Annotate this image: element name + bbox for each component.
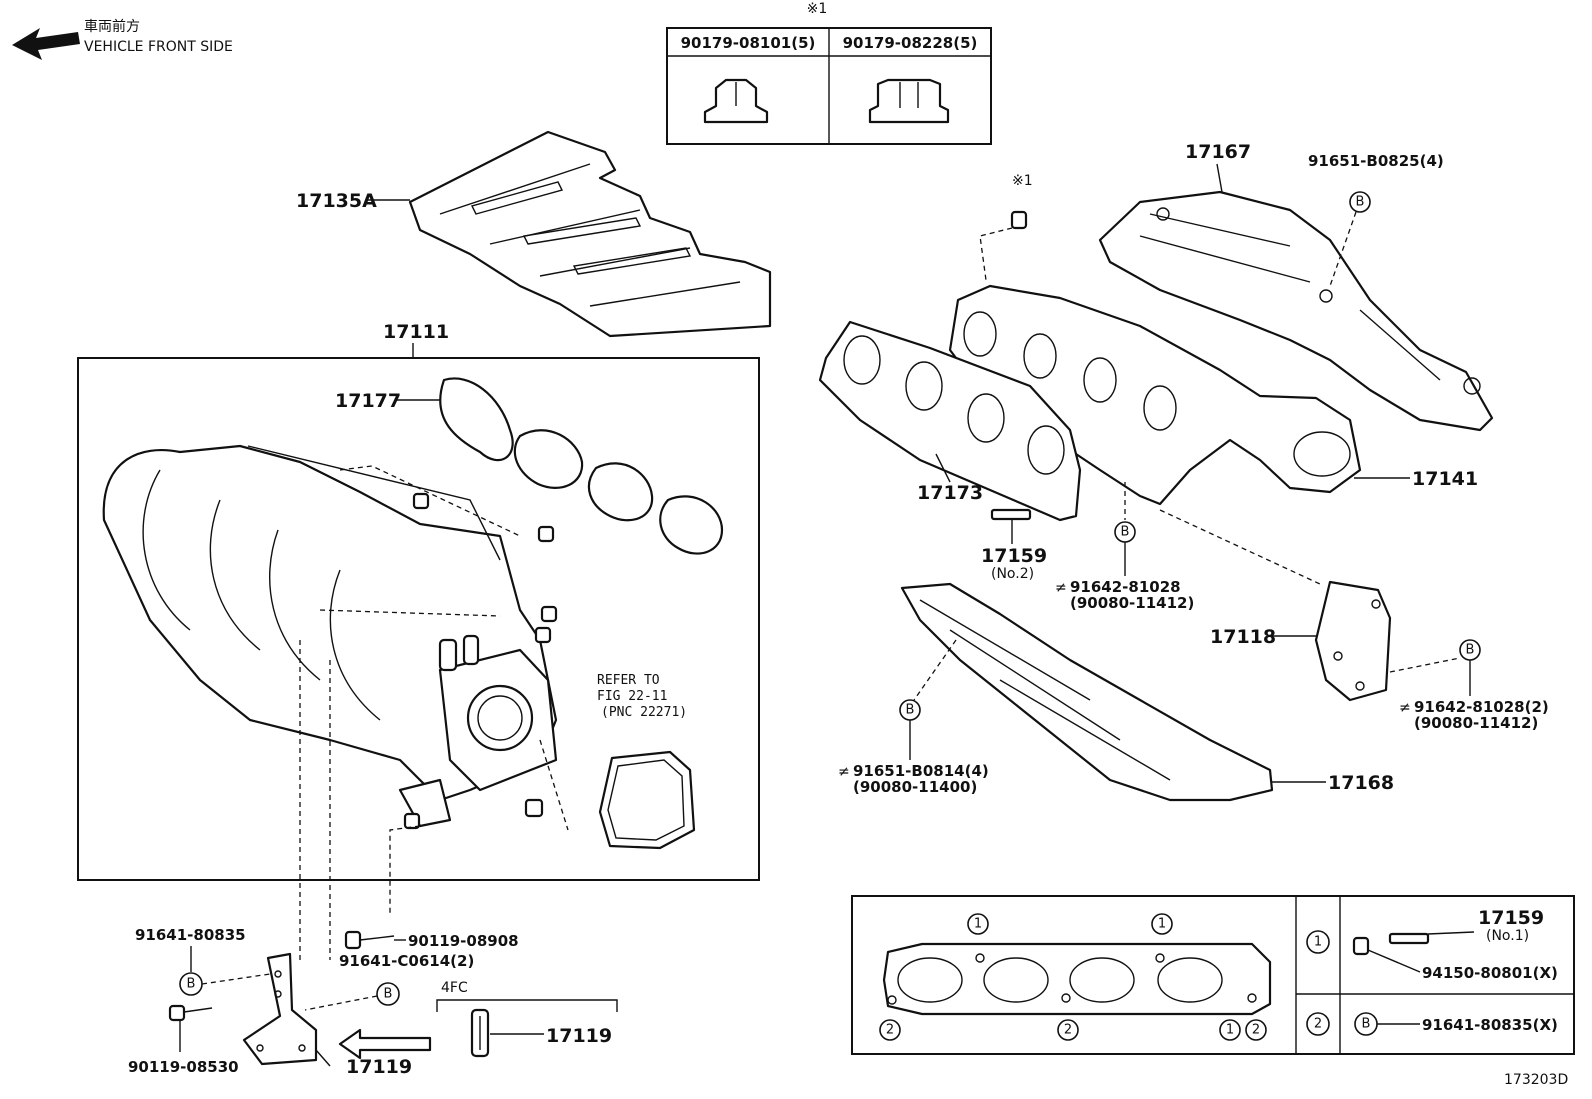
exhaust-nut-marker: ※1 [1012, 173, 1033, 189]
variant-bracket-17119 [470, 1008, 490, 1058]
legend-label-17159: 17159 [1478, 907, 1544, 929]
exhaust-nut-icon [1010, 210, 1028, 230]
label-17141: 17141 [1412, 468, 1478, 490]
variant-label-4fc: 4FC [441, 980, 468, 996]
label-91642-81028: 91642-81028 [1070, 578, 1181, 596]
label-90080-11400: (90080-11400) [853, 778, 977, 796]
circle-2-icon [1245, 1019, 1267, 1041]
label-17177: 17177 [335, 390, 401, 412]
svg-text:B: B [906, 703, 915, 718]
label-91651-b0825: 91651-B0825(4) [1308, 152, 1444, 170]
alt-mark: ≠ [1399, 700, 1411, 716]
circle-b-icon [376, 982, 400, 1006]
svg-text:1: 1 [1158, 917, 1166, 932]
legend-label-17159-sub: (No.1) [1486, 928, 1529, 944]
label-17167: 17167 [1185, 141, 1251, 163]
label-17173: 17173 [917, 482, 983, 504]
intake-gasket-17177 [439, 377, 724, 555]
circle-1-icon [1151, 913, 1173, 935]
direction-label-en: VEHICLE FRONT SIDE [84, 39, 233, 55]
circle-2-icon [879, 1019, 901, 1041]
label-17118: 17118 [1210, 626, 1276, 648]
circle-2-icon [1057, 1019, 1079, 1041]
direction-label-jp: 車両前方 [84, 18, 140, 35]
svg-text:B: B [1362, 1017, 1371, 1032]
bracket-stay-17119 [242, 952, 318, 1066]
svg-text:B: B [1121, 525, 1130, 540]
alt-mark: ≠ [1055, 580, 1067, 596]
nut-table-marker: ※1 [807, 1, 828, 17]
intake-cover-17135a [408, 130, 772, 338]
nut-table: ※1 90179-08101(5) 90179-08228(5) [666, 1, 992, 145]
label-91641-80835: 91641-80835 [135, 926, 246, 944]
alt-mark: ≠ [838, 764, 850, 780]
refer-line-3: (PNC 22271) [601, 705, 687, 720]
circle-1-icon [1219, 1019, 1241, 1041]
label-90119-08530: 90119-08530 [128, 1058, 239, 1076]
bolt-90119-08908 [344, 930, 395, 950]
stud-17159-no2 [990, 508, 1032, 521]
svg-text:1: 1 [974, 917, 982, 932]
legend-stud-icon [1388, 932, 1430, 945]
svg-text:B: B [187, 977, 196, 992]
label-variant-17119: 17119 [546, 1025, 612, 1047]
legend-label-94150-80801: 94150-80801(X) [1422, 964, 1558, 982]
lower-heat-insulator-17168 [900, 582, 1274, 802]
intake-manifold-17111 [102, 444, 558, 828]
legend-table: 1 1 2 2 1 2 1 2 17159 (No.1) 94150-80801… [851, 895, 1575, 1055]
label-91651-b0814: 91651-B0814(4) [853, 762, 989, 780]
throttle-gasket-icon [598, 750, 696, 850]
svg-text:1: 1 [1314, 935, 1322, 950]
svg-text:1: 1 [1226, 1023, 1234, 1038]
exhaust-gasket-17173 [818, 320, 1082, 522]
label-91642-81028-2: 91642-81028(2) [1414, 698, 1549, 716]
label-17135a: 17135A [296, 190, 377, 212]
label-90080-11412: (90080-11412) [1070, 594, 1194, 612]
circle-b-icon [1349, 191, 1371, 213]
label-91641-c0614: 91641-C0614(2) [339, 952, 474, 970]
svg-text:2: 2 [1064, 1023, 1072, 1038]
nut-table-col1: 90179-08101(5) [681, 34, 816, 52]
svg-text:B: B [384, 987, 393, 1002]
manifold-stud-nuts [403, 492, 558, 830]
legend-key-2-icon [1306, 1012, 1330, 1036]
label-90119-08908: 90119-08908 [408, 932, 519, 950]
label-17111: 17111 [383, 321, 449, 343]
svg-text:2: 2 [1252, 1023, 1260, 1038]
vehicle-front-arrow-icon [12, 28, 80, 60]
upper-heat-insulator-17167 [1098, 190, 1494, 432]
svg-text:2: 2 [886, 1023, 894, 1038]
bolt-90119-08530 [168, 1004, 213, 1022]
figure-code: 173203D [1504, 1072, 1568, 1088]
legend-label-91641-80835: 91641-80835(X) [1422, 1016, 1558, 1034]
flange-nut-icon [703, 78, 769, 124]
svg-text:2: 2 [1314, 1017, 1322, 1032]
legend-gasket-icon [882, 942, 1272, 1016]
label-90080-11412-2: (90080-11412) [1414, 714, 1538, 732]
bracket-17118 [1314, 580, 1392, 702]
label-17168: 17168 [1328, 772, 1394, 794]
label-17159-no2: 17159 [981, 545, 1047, 567]
nut-table-col2: 90179-08228(5) [843, 34, 978, 52]
svg-text:B: B [1466, 643, 1475, 658]
refer-line-1: REFER TO [597, 673, 660, 688]
svg-text:B: B [1356, 195, 1365, 210]
label-17159-no2-sub: (No.2) [991, 566, 1034, 582]
refer-line-2: FIG 22-11 [597, 689, 667, 704]
intake-manifold-frame [77, 357, 760, 881]
legend-nut-icon [1352, 936, 1370, 956]
circle-1-icon [967, 913, 989, 935]
variant-arrow-icon [338, 1028, 432, 1060]
legend-frame [851, 895, 1575, 1055]
legend-key-1-icon [1306, 930, 1330, 954]
hex-nut-icon [868, 78, 950, 124]
label-17119: 17119 [346, 1056, 412, 1078]
